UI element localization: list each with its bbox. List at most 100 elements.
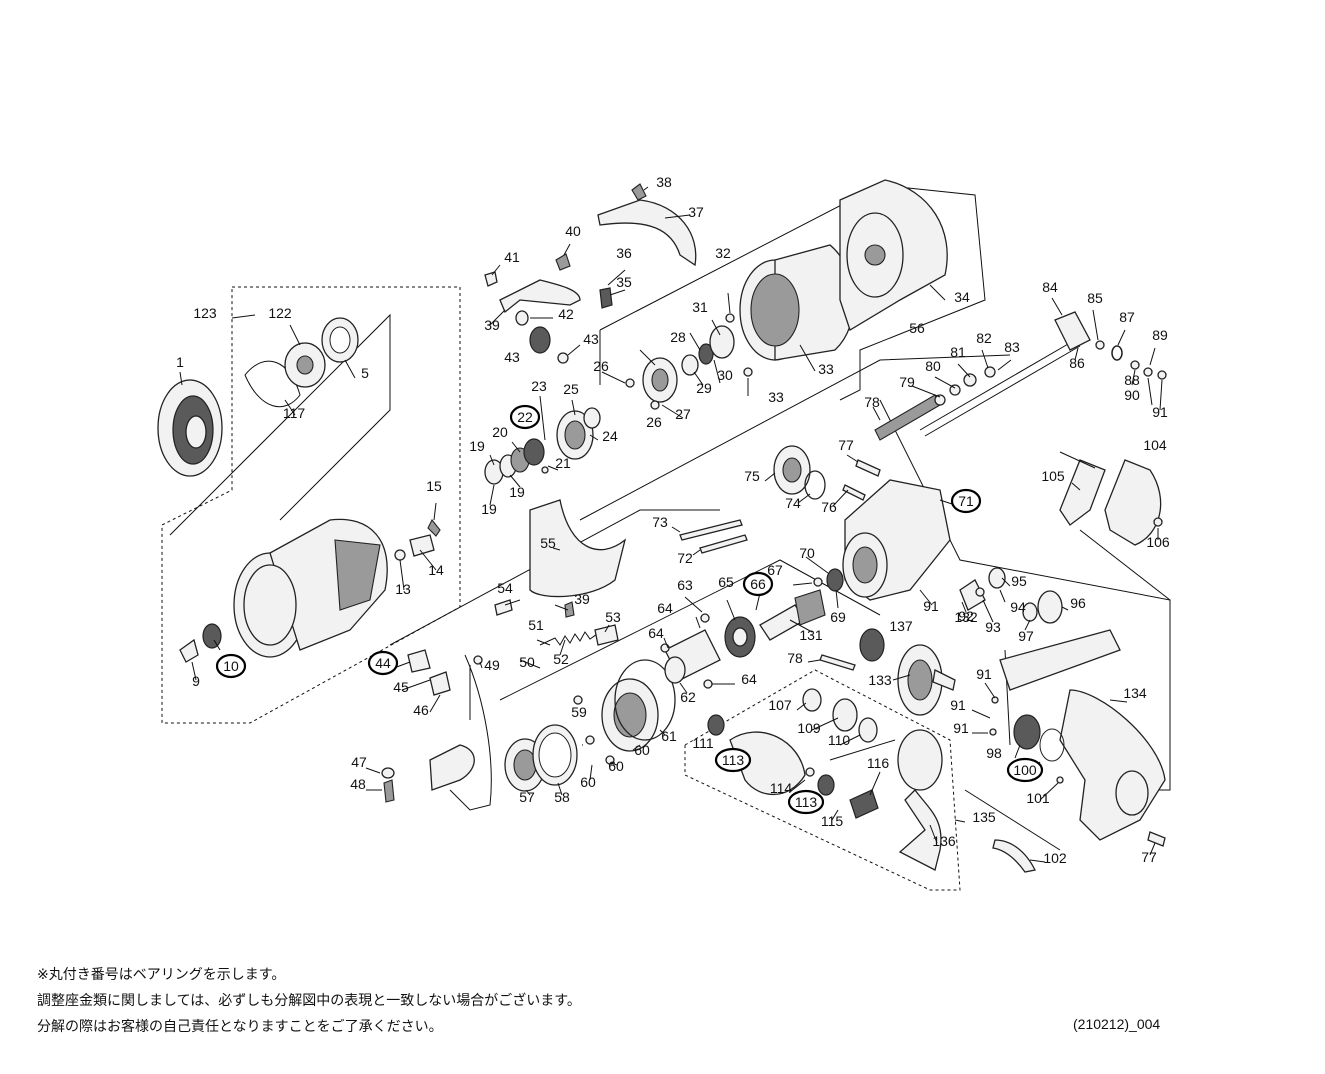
part-number-text: 43 (583, 331, 599, 347)
part-number-label: 24 (602, 428, 618, 444)
part-number-label: 9 (192, 673, 200, 689)
part-number-label: 19 (469, 438, 485, 454)
part-number-label: 45 (393, 679, 409, 695)
part-number-text: 131 (799, 627, 823, 643)
part-number-text: 19 (509, 484, 525, 500)
part-number-label: 5 (361, 365, 369, 381)
part-number-label: 62 (680, 689, 696, 705)
part-number-text: 40 (565, 223, 581, 239)
bearing-number-label: 44 (367, 650, 399, 676)
part-number-text: 63 (677, 577, 693, 593)
part-number-label: 98 (986, 745, 1002, 761)
part-number-label: 52 (553, 651, 569, 667)
part-number-text: 96 (1070, 595, 1086, 611)
part-number-text: 64 (657, 600, 673, 616)
part-number-text: 28 (670, 329, 686, 345)
part-number-text: 98 (986, 745, 1002, 761)
part-number-label: 67 (767, 562, 783, 578)
part-number-text: 52 (553, 651, 569, 667)
part-number-text: 82 (976, 330, 992, 346)
part-number-label: 104 (1143, 437, 1167, 453)
part-number-label: 19 (481, 501, 497, 517)
part-number-label: 65 (718, 574, 734, 590)
part-number-text: 46 (413, 702, 429, 718)
part-number-text: 5 (361, 365, 369, 381)
part-drawings (157, 179, 1167, 873)
part-number-label: 54 (497, 580, 513, 596)
part-number-label: 63 (677, 577, 693, 593)
part-number-label: 114 (770, 780, 793, 796)
part-number-text: 60 (608, 758, 624, 774)
part-number-text: 75 (744, 468, 760, 484)
part-number-label: 27 (675, 406, 691, 422)
part-number-label: 47 (351, 754, 367, 770)
notes-block: ※丸付き番号はベアリングを示します。 調整座金類に関しましては、必ずしも分解図中… (37, 962, 581, 1040)
part-number-label: 122 (268, 305, 292, 321)
part-number-label: 132 (954, 609, 978, 625)
part-number-label: 64 (648, 625, 664, 641)
part-number-text: 80 (925, 358, 941, 374)
part-number-label: 88 (1124, 372, 1140, 388)
part-number-label: 123 (193, 305, 217, 321)
part-number-text: 101 (1026, 790, 1050, 806)
part-number-text: 71 (958, 493, 974, 509)
note-line: ※丸付き番号はベアリングを示します。 (37, 967, 286, 983)
part-number-label: 30 (717, 367, 733, 383)
part-number-label: 89 (1152, 327, 1168, 343)
part-number-label: 134 (1123, 685, 1147, 701)
part-number-text: 93 (985, 619, 1001, 635)
part-number-text: 106 (1146, 534, 1170, 550)
bearing-number-label: 10 (215, 653, 247, 679)
part-number-label: 34 (954, 289, 970, 305)
bearing-ring-icon (787, 789, 825, 815)
part-number-text: 33 (768, 389, 784, 405)
part-number-text: 77 (838, 437, 854, 453)
part-number-label: 87 (1119, 309, 1135, 325)
part-number-label: 109 (797, 720, 821, 736)
part-number-label: 69 (830, 609, 846, 625)
part-number-label: 32 (715, 245, 731, 261)
part-number-text: 37 (688, 204, 704, 220)
part-number-label: 110 (828, 732, 851, 748)
part-number-text: 9 (192, 673, 200, 689)
part-number-text: 15 (426, 478, 442, 494)
part-number-text: 67 (767, 562, 783, 578)
part-number-text: 114 (770, 780, 793, 796)
part-number-text: 110 (828, 732, 851, 748)
part-number-text: 74 (785, 495, 801, 511)
part-number-text: 43 (504, 349, 520, 365)
bearing-ring-icon (742, 571, 774, 597)
part-number-text: 39 (484, 317, 500, 333)
part-number-text: 41 (504, 249, 520, 265)
part-number-label: 58 (554, 789, 570, 805)
bearing-ring-icon (215, 653, 247, 679)
part-number-label: 26 (593, 358, 609, 374)
part-number-text: 94 (1010, 599, 1026, 615)
part-number-text: 25 (563, 381, 579, 397)
part-number-text: 55 (540, 535, 556, 551)
part-number-label: 70 (799, 545, 815, 561)
part-number-text: 21 (555, 455, 571, 471)
part-number-label: 28 (670, 329, 686, 345)
part-number-text: 19 (469, 438, 485, 454)
part-number-label: 38 (656, 174, 672, 190)
part-number-text: 49 (484, 657, 500, 673)
part-number-text: 91 (976, 666, 992, 682)
part-number-label: 25 (563, 381, 579, 397)
part-number-text: 64 (741, 671, 757, 687)
part-number-text: 30 (717, 367, 733, 383)
part-number-text: 29 (696, 380, 712, 396)
part-number-text: 91 (923, 598, 939, 614)
part-number-label: 84 (1042, 279, 1058, 295)
part-number-text: 51 (528, 617, 544, 633)
part-number-text: 56 (909, 320, 925, 336)
part-number-label: 107 (768, 697, 792, 713)
part-number-label: 95 (1011, 573, 1027, 589)
part-number-text: 24 (602, 428, 618, 444)
part-number-label: 80 (925, 358, 941, 374)
part-number-label: 50 (519, 654, 535, 670)
part-number-label: 33 (768, 389, 784, 405)
part-number-label: 92 (958, 608, 974, 624)
part-number-label: 73 (652, 514, 668, 530)
